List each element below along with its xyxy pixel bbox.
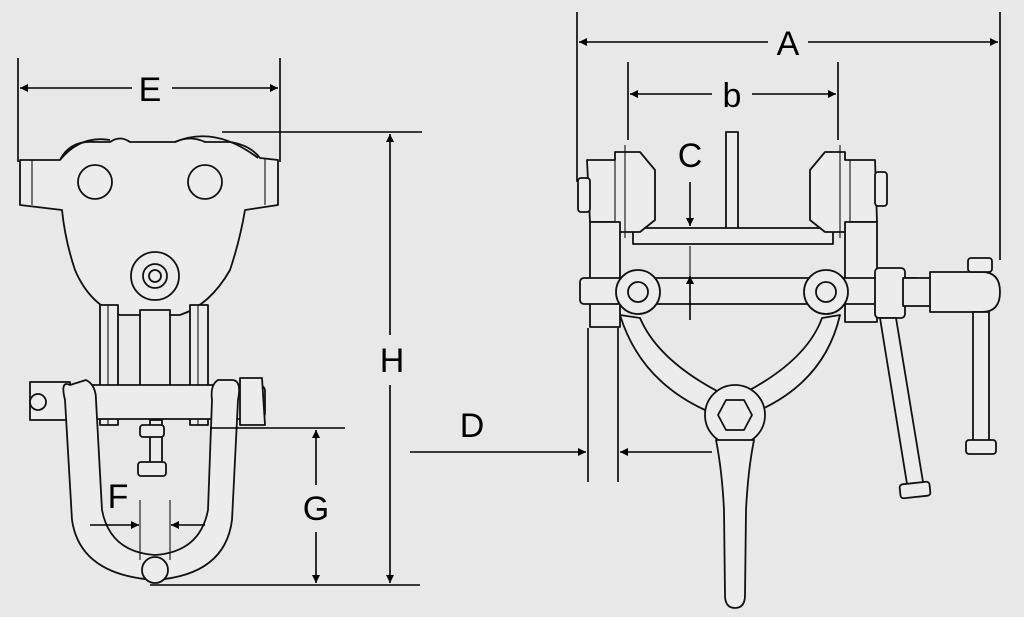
label-c: C [678, 137, 703, 175]
dimension-h: H [222, 131, 422, 583]
label-e: E [139, 71, 162, 109]
hook-shank [715, 439, 755, 609]
side-frame-right [844, 221, 878, 323]
dimension-g: G [150, 427, 420, 586]
u-shackle [62, 379, 241, 581]
label-f: F [108, 478, 129, 516]
dimension-e: E [17, 58, 281, 162]
dimension-f: F [90, 478, 205, 560]
dimension-d: D [410, 328, 712, 482]
wheel-housing-right [809, 151, 878, 233]
label-g: G [303, 490, 329, 528]
wheel-housing-left [586, 151, 656, 233]
axle-hole-left [77, 164, 113, 200]
axle-hole-right [187, 164, 223, 200]
dimension-a: A [576, 12, 1001, 260]
label-h: H [380, 342, 405, 380]
label-d: D [460, 407, 485, 445]
label-a: A [777, 25, 800, 63]
label-b: b [723, 77, 742, 115]
side-view [19, 135, 279, 584]
lever-handle [879, 317, 925, 491]
front-view [577, 131, 1001, 609]
adjusting-knob [929, 271, 1001, 313]
beam-web [725, 131, 739, 235]
dimension-b: b [627, 62, 839, 140]
dimension-c: C [678, 137, 703, 320]
side-frame-left [589, 221, 621, 328]
beam-flange [632, 227, 834, 245]
